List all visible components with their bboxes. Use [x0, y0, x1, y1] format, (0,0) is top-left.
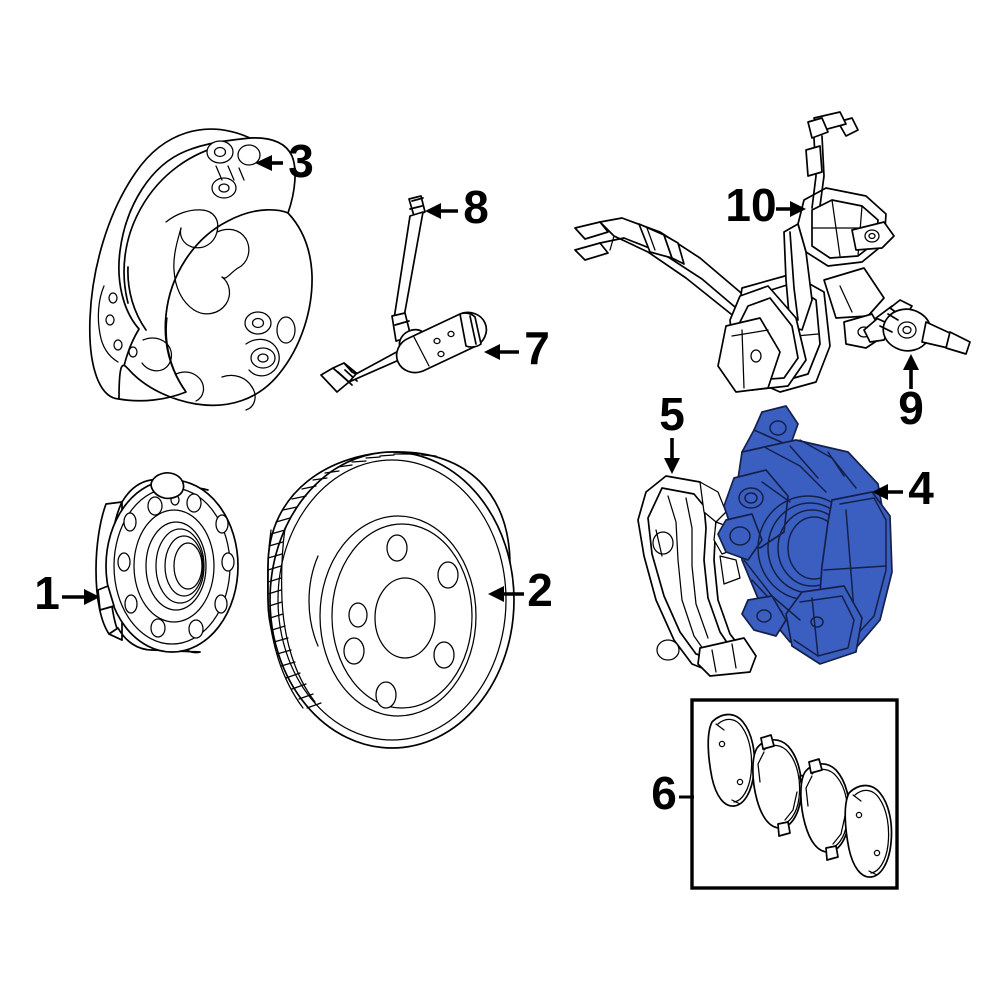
part-brake-rotor-disc[interactable]	[267, 451, 515, 749]
callout-9-label: 9	[898, 382, 924, 434]
part-brake-pad-set[interactable]	[690, 698, 899, 890]
callout-10-arrowhead	[790, 201, 806, 217]
callout-9-arrowhead	[903, 354, 919, 370]
callout-7-label: 7	[524, 322, 550, 374]
part-caliper-mounting-bracket[interactable]	[637, 475, 757, 677]
callout-1-arrowhead	[84, 589, 100, 605]
callout-3-arrowhead	[255, 155, 272, 171]
callout-9[interactable]: 9	[898, 354, 924, 434]
callout-1-label: 1	[34, 567, 60, 619]
callout-7[interactable]: 7	[484, 322, 550, 374]
callout-10-label: 10	[725, 179, 776, 231]
callout-5-label: 5	[659, 388, 685, 440]
callout-3-label: 3	[288, 135, 314, 187]
callout-2-label: 2	[527, 564, 553, 616]
callout-5-arrowhead	[664, 458, 680, 474]
part-wheel-hub-bearing[interactable]	[95, 471, 239, 654]
callout-2-arrowhead	[488, 586, 504, 602]
callout-4[interactable]: 4	[872, 462, 934, 514]
callout-6-label: 6	[651, 767, 677, 819]
callout-3[interactable]: 3	[255, 135, 314, 187]
callout-5[interactable]: 5	[659, 388, 685, 474]
callout-10[interactable]: 10	[725, 179, 806, 231]
callout-4-arrowhead	[872, 484, 888, 500]
callout-8-arrowhead	[425, 203, 441, 219]
callout-2[interactable]: 2	[488, 564, 553, 616]
callout-layer: 1 2 3 4	[34, 135, 934, 819]
callout-8[interactable]: 8	[425, 181, 489, 233]
part-abs-wheel-speed-sensor[interactable]	[863, 299, 971, 355]
part-brake-dust-shield-splash-guard[interactable]	[88, 128, 313, 411]
part-brake-caliper[interactable]	[717, 405, 893, 665]
callout-4-label: 4	[908, 462, 934, 514]
callout-8-label: 8	[463, 181, 489, 233]
part-steering-knuckle-assembly[interactable]	[574, 111, 895, 393]
part-brake-pad-wear-sensor-long[interactable]	[320, 311, 488, 393]
callout-7-arrowhead	[484, 344, 500, 360]
part-brake-pad-wear-sensor-short[interactable]	[391, 195, 426, 342]
callout-1[interactable]: 1	[34, 567, 100, 619]
callout-6[interactable]: 6	[651, 767, 694, 819]
